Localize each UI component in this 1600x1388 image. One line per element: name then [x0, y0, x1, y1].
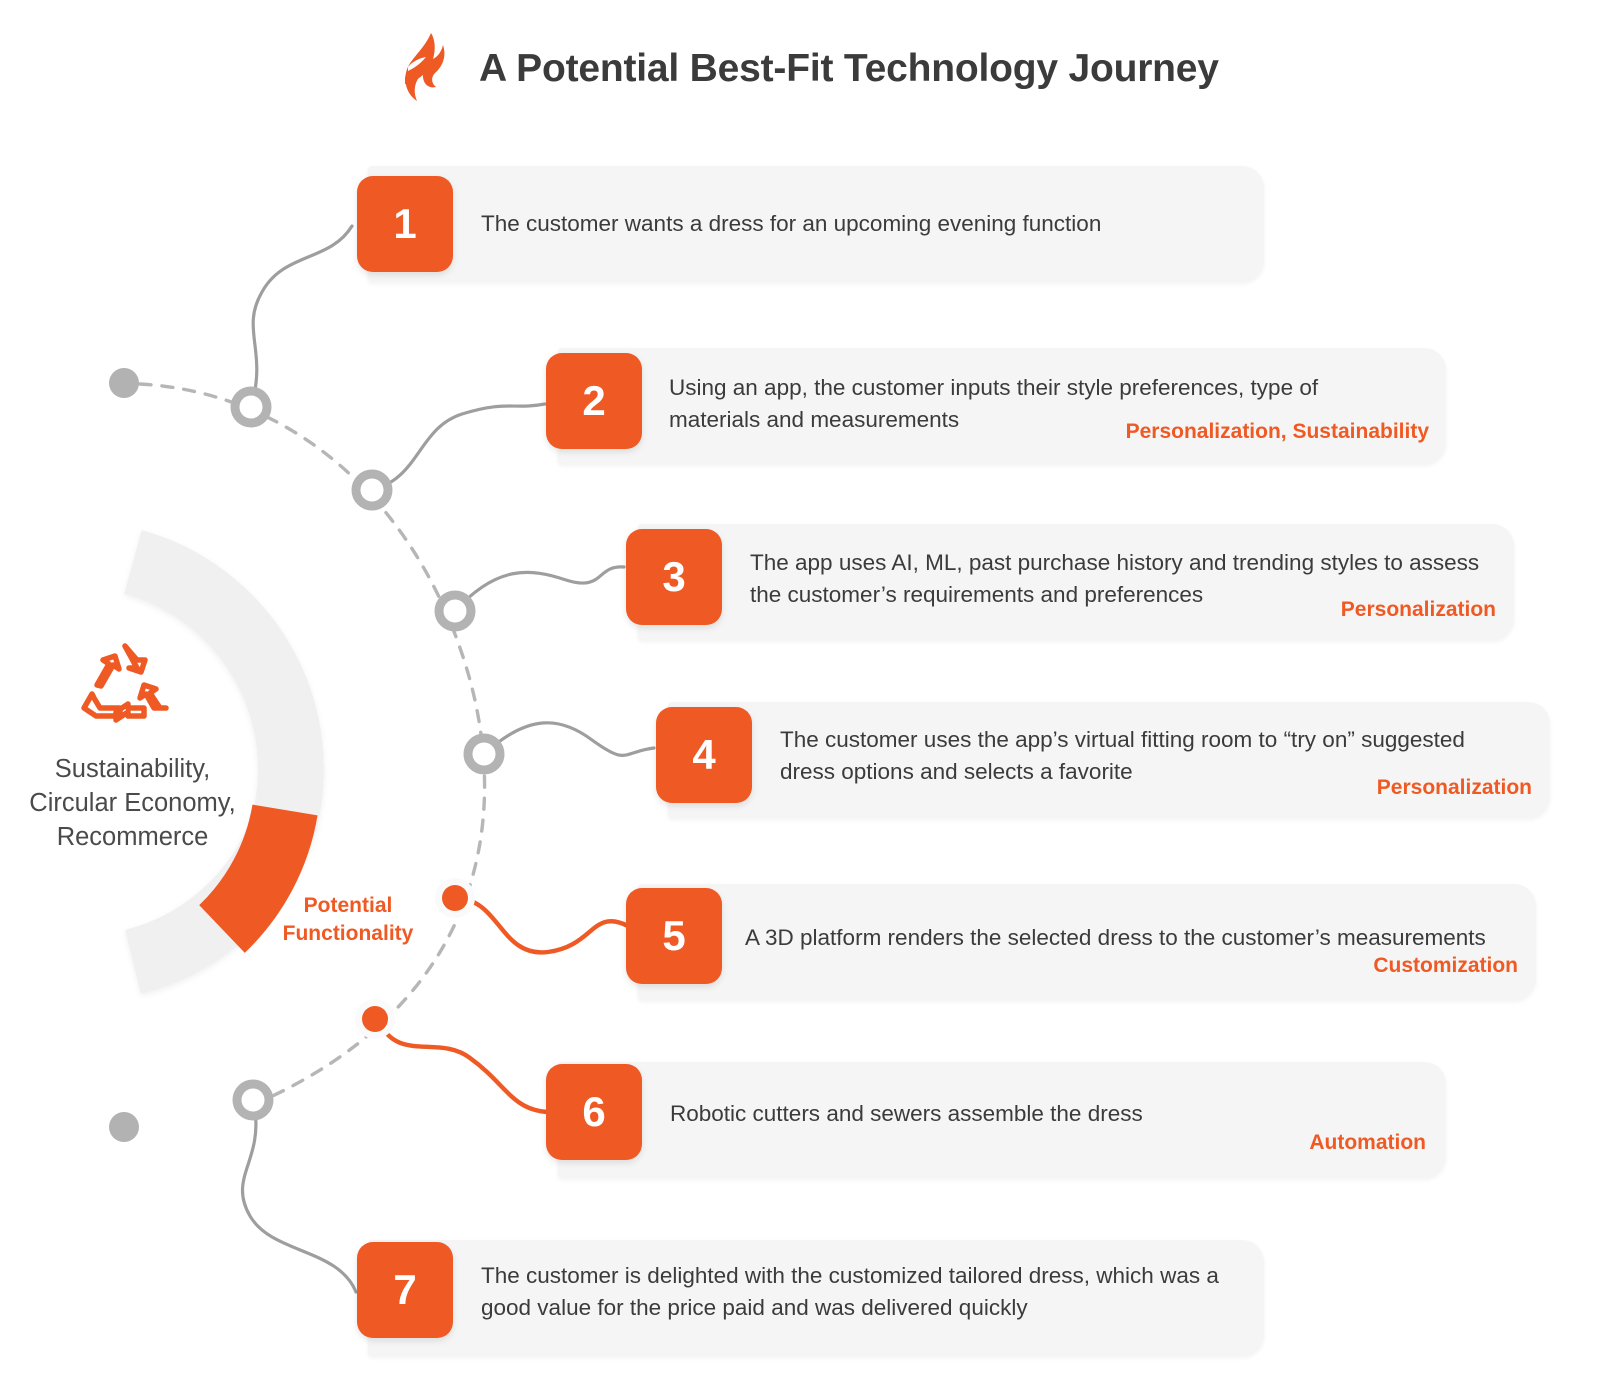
- step-description: The customer wants a dress for an upcomi…: [481, 211, 1102, 236]
- functionality-line-1: Potential: [303, 894, 393, 917]
- step-card: [638, 884, 1536, 1000]
- step-number-badge: 4: [656, 707, 752, 803]
- step-tag: Customization: [1373, 954, 1518, 977]
- journey-spine-dashed: [138, 382, 487, 1106]
- flame-icon: [405, 33, 445, 101]
- connector-4: [482, 721, 656, 757]
- connector-5: [452, 895, 631, 955]
- step-tag: Personalization: [1376, 776, 1532, 799]
- page-title: A Potential Best-Fit Technology Journey: [479, 46, 1219, 90]
- spine-end-dot: [109, 1112, 139, 1142]
- step-description: The app uses AI, ML, past purchase histo…: [750, 550, 1480, 608]
- step-description: Using an app, the customer inputs their …: [669, 375, 1319, 433]
- potential-functionality-label: Potential Functionality: [258, 892, 438, 949]
- spine-node-4: [463, 733, 505, 775]
- connector-1: [249, 224, 354, 409]
- connector-6: [375, 1017, 551, 1115]
- spine-node-5-dot: [442, 885, 468, 911]
- step-card: [668, 702, 1550, 818]
- step-card: [558, 348, 1446, 464]
- step-number-badge: 5: [626, 888, 722, 984]
- recycle-icon: [81, 643, 169, 723]
- step-number-badge: 3: [626, 529, 722, 625]
- spine-node-5: [435, 878, 475, 918]
- step-description: The customer uses the app’s virtual fitt…: [780, 727, 1465, 785]
- caption-line-3: Recommerce: [56, 823, 209, 852]
- connector-2: [370, 402, 547, 492]
- step-description: Robotic cutters and sewers assemble the …: [670, 1101, 1143, 1126]
- caption-line-2: Circular Economy,: [29, 789, 236, 818]
- step-tag: Personalization: [1340, 598, 1496, 621]
- page-header: A Potential Best-Fit Technology Journey: [395, 26, 1219, 110]
- caption-line-1: Sustainability,: [54, 755, 211, 783]
- connector-7: [240, 1108, 358, 1294]
- step-number-badge: 1: [357, 176, 453, 272]
- step-description: A 3D platform renders the selected dress…: [745, 925, 1486, 950]
- step-number-badge: 7: [357, 1242, 453, 1338]
- step-card: [368, 1240, 1264, 1356]
- step-number-badge: 2: [546, 353, 642, 449]
- step-tag: Automation: [1309, 1131, 1426, 1154]
- step-card: [558, 1062, 1446, 1178]
- step-description: The customer is delighted with the custo…: [481, 1263, 1219, 1321]
- step-card: [368, 166, 1264, 282]
- functionality-line-2: Functionality: [282, 922, 414, 946]
- spine-node-3: [434, 590, 476, 632]
- step-number-badge: 6: [546, 1064, 642, 1160]
- left-panel-caption: Sustainability, Circular Economy, Recomm…: [0, 752, 265, 854]
- spine-node-6-dot: [362, 1006, 388, 1032]
- spine-node-7: [232, 1079, 274, 1121]
- spine-start-dot: [109, 368, 139, 398]
- step-card: [638, 524, 1514, 640]
- spine-node-1: [230, 386, 272, 428]
- spine-node-2: [351, 469, 393, 511]
- spine-node-6: [355, 999, 395, 1039]
- connector-3: [453, 565, 626, 613]
- step-tag: Personalization, Sustainability: [1125, 420, 1429, 443]
